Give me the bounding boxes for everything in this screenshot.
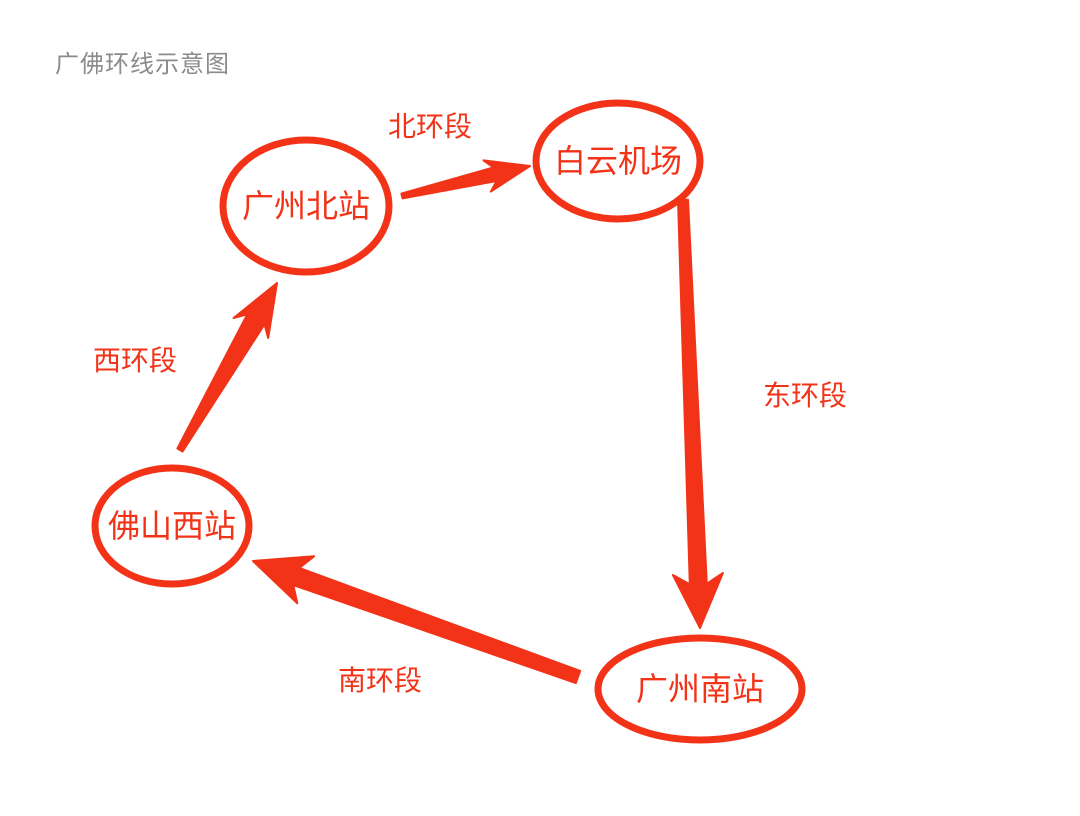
node-ellipse-baiyun-airport [532,99,704,223]
node-label-guangzhou-north-station: 广州北站 [242,188,370,224]
arrow-north-segment [400,159,531,200]
node-ellipse-guangzhou-north-station [219,136,393,276]
node-ellipse-foshan-west-station [91,464,253,588]
node-label-baiyun-airport: 白云机场 [554,143,682,179]
node-label-foshan-west-station: 佛山西站 [108,508,236,544]
node-ellipse-guangzhou-south-station [594,634,806,744]
edge-label-west-segment: 西环段 [93,345,177,376]
edge-label-east-segment: 东环段 [763,380,847,411]
arrow-east-segment [671,198,724,629]
arrow-south-segment [252,555,582,685]
edge-label-south-segment: 南环段 [338,665,422,696]
arrow-west-segment [176,282,278,453]
diagram-title: 广佛环线示意图 [55,51,230,78]
edge-label-north-segment: 北环段 [388,111,472,142]
node-label-guangzhou-south-station: 广州南站 [636,671,764,707]
